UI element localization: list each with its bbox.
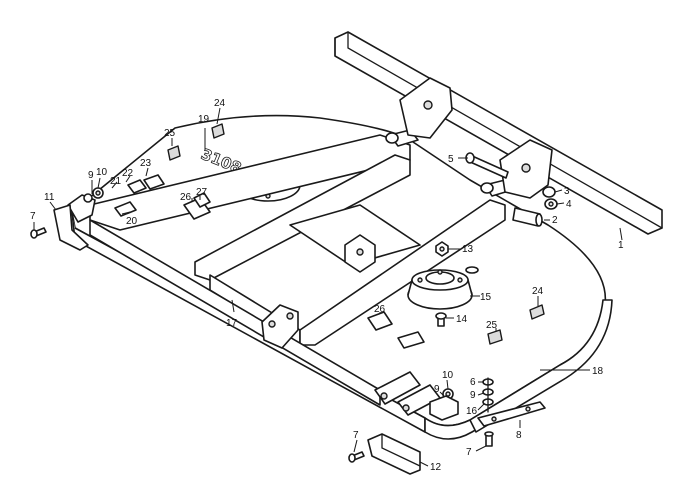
decal-23 bbox=[143, 174, 165, 190]
callout-7-right: 7 bbox=[466, 447, 472, 458]
decal-27 bbox=[193, 192, 211, 208]
callout-7-bottom: 7 bbox=[353, 430, 359, 441]
callout-labels: 1 2 3 4 5 6 7 7 7 8 9 9 9 10 10 11 12 13… bbox=[30, 98, 624, 473]
callout-18: 18 bbox=[592, 366, 604, 377]
callout-15: 15 bbox=[480, 292, 492, 303]
callout-12: 12 bbox=[430, 462, 442, 473]
callout-9-washer: 9 bbox=[470, 390, 476, 401]
callout-24-left: 24 bbox=[214, 98, 226, 109]
callout-2: 2 bbox=[552, 215, 558, 226]
callout-25-left: 25 bbox=[164, 128, 176, 139]
decal-20 bbox=[114, 201, 137, 217]
callout-6: 6 bbox=[470, 377, 476, 388]
callout-26-right: 26 bbox=[374, 304, 386, 315]
decal-24-right bbox=[529, 304, 545, 320]
decal-22 bbox=[127, 179, 147, 194]
right-spindle-housing-15 bbox=[407, 269, 473, 310]
callout-4: 4 bbox=[566, 199, 572, 210]
frame-rail-left-arm bbox=[194, 154, 411, 281]
callout-17: 17 bbox=[226, 318, 238, 329]
callout-21: 21 bbox=[110, 176, 122, 187]
callout-24-right: 24 bbox=[532, 286, 544, 297]
callout-20: 20 bbox=[126, 216, 138, 227]
callout-16: 16 bbox=[466, 406, 478, 417]
decal-24-left bbox=[211, 123, 225, 139]
washer-9-left bbox=[83, 193, 93, 203]
callout-14: 14 bbox=[456, 314, 468, 325]
caster-bracket-right bbox=[429, 395, 459, 421]
pivot-tube-front bbox=[397, 331, 425, 349]
callout-10-right: 10 bbox=[442, 370, 454, 381]
callout-9-right: 9 bbox=[434, 384, 440, 395]
washer-3 bbox=[542, 186, 556, 198]
callout-7-left: 7 bbox=[30, 211, 36, 222]
callout-11: 11 bbox=[44, 192, 55, 203]
callout-5: 5 bbox=[448, 154, 454, 165]
callout-25-right: 25 bbox=[486, 320, 498, 331]
spindle-hole bbox=[465, 266, 479, 274]
callout-1: 1 bbox=[618, 240, 624, 251]
callout-22: 22 bbox=[122, 168, 134, 179]
callout-3: 3 bbox=[564, 186, 570, 197]
deck-guard-18 bbox=[469, 299, 613, 433]
roller-bracket-11 bbox=[53, 204, 89, 251]
callout-10-left: 10 bbox=[96, 167, 108, 178]
callout-19: 19 bbox=[198, 114, 210, 125]
callout-8: 8 bbox=[516, 430, 522, 441]
center-bracket-hole bbox=[356, 248, 364, 256]
spindle-nut-13 bbox=[435, 241, 449, 257]
decal-26-right bbox=[367, 311, 393, 331]
frame-rail-center bbox=[289, 204, 421, 266]
callout-27: 27 bbox=[196, 187, 208, 198]
callout-26-left: 26 bbox=[180, 192, 192, 203]
callout-23: 23 bbox=[140, 158, 152, 169]
caster-bolt-10-left bbox=[92, 187, 104, 199]
leader-lines bbox=[33, 107, 623, 467]
decal-25-left bbox=[167, 145, 181, 161]
callout-13: 13 bbox=[462, 244, 474, 255]
callout-9-left: 9 bbox=[88, 170, 94, 181]
